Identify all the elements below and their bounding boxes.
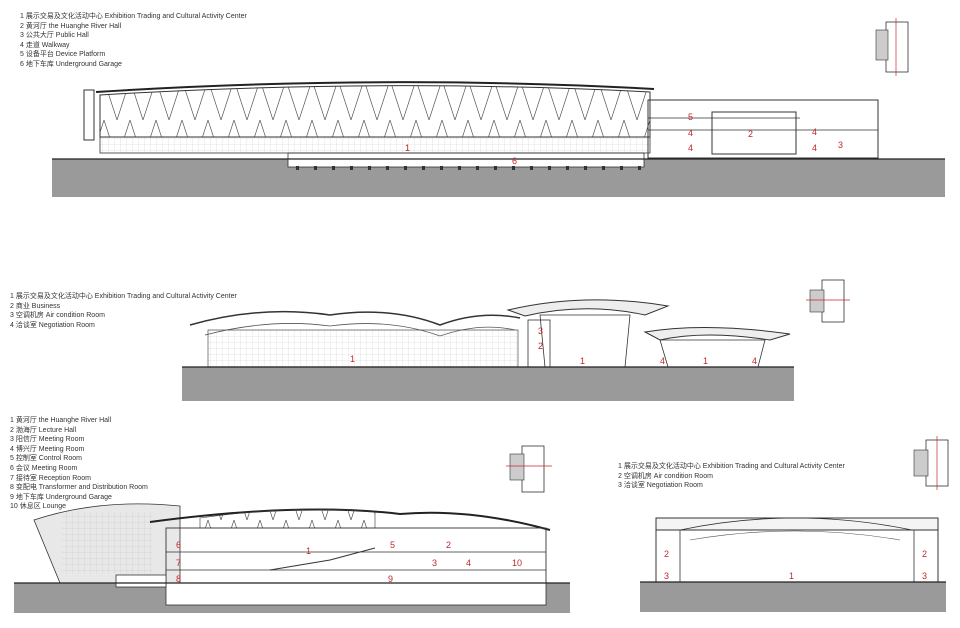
- hall-room: [711, 111, 797, 155]
- label-room-3: 3: [922, 571, 927, 581]
- legend-item: 2 黄河厅 the Huanghe River Hall: [20, 22, 122, 30]
- legend-section-1: 1 展示交易及文化活动中心 Exhibition Trading and Cul…: [20, 12, 247, 70]
- label-room-4: 4: [752, 356, 757, 366]
- legend-item: 1 展示交易及文化活动中心 Exhibition Trading and Cul…: [10, 293, 237, 300]
- west-hall-body: [207, 329, 519, 368]
- label-room-1: 1: [580, 356, 585, 366]
- section-body: [165, 527, 547, 584]
- vault-lower: [689, 530, 901, 541]
- label-room-10: 10: [512, 558, 522, 568]
- roof-shell-west: [189, 310, 521, 326]
- label-room-4: 4: [466, 558, 471, 568]
- legend-section-4: 1 展示交易及文化活动中心 Exhibition Trading and Cul…: [618, 462, 845, 491]
- foundation-ticks: [288, 166, 644, 170]
- legend-item: 6 地下车库 Underground Garage: [20, 60, 122, 68]
- legend-item: 1 展示交易及文化活动中心 Exhibition Trading and Cul…: [618, 463, 845, 470]
- legend-item: 3 空调机房 Air condition Room: [10, 312, 105, 320]
- vault-curve: [679, 517, 913, 531]
- legend-item: 4 走道 Walkway: [20, 41, 70, 49]
- legend-item: 7 接待室 Reception Room: [10, 474, 91, 482]
- legend-item: 6 会议 Meeting Room: [10, 464, 78, 472]
- label-room-1: 1: [703, 356, 708, 366]
- label-room-3: 3: [838, 140, 843, 150]
- legend-section-3: 1 黄河厅 the Huanghe River Hall 2 渤海厅 Lectu…: [10, 416, 148, 512]
- hall-body: [99, 136, 651, 154]
- east-hall: [659, 339, 766, 368]
- key-plan-3: [506, 445, 552, 493]
- label-room-1: 1: [405, 143, 410, 153]
- legend-section-2: 1 展示交易及文化活动中心 Exhibition Trading and Cul…: [10, 292, 237, 330]
- facade-grid: [62, 512, 152, 574]
- roof-top-line: [95, 81, 655, 93]
- label-room-4: 4: [688, 128, 693, 138]
- main-roof: [149, 508, 551, 531]
- ground-mass: [182, 367, 794, 401]
- legend-item: 2 商业 Business: [10, 302, 61, 310]
- label-room-1: 1: [789, 571, 794, 581]
- section-1-drawing: 1 2 3 4 4 4 5 4 6: [52, 18, 945, 197]
- label-room-1: 1: [350, 354, 355, 364]
- seating-rake: [269, 547, 376, 571]
- basement-small: [115, 574, 167, 588]
- label-room-4: 4: [660, 356, 665, 366]
- legend-item: 4 博兴厅 Meeting Room: [10, 445, 85, 453]
- garage-slab: [287, 152, 645, 168]
- roof-truss: [199, 508, 376, 529]
- central-canopy: [506, 299, 670, 317]
- east-block: [647, 99, 879, 159]
- legend-item: 2 渤海厅 Lecture Hall: [10, 426, 77, 434]
- label-room-2: 2: [922, 549, 927, 559]
- hall-body: [655, 529, 939, 583]
- label-room-5: 5: [688, 112, 693, 122]
- label-room-3: 3: [432, 558, 437, 568]
- legend-item: 3 洽谈室 Negotiation Room: [618, 482, 703, 490]
- east-canopy: [643, 326, 791, 341]
- label-room-3: 3: [538, 326, 543, 336]
- label-room-2: 2: [538, 341, 543, 351]
- legend-item: 8 变配电 Transformer and Distribution Room: [10, 484, 148, 492]
- legend-item: 3 阳信厅 Meeting Room: [10, 436, 85, 444]
- ground-mass: [640, 582, 946, 612]
- roof-shell-underside: [204, 323, 516, 337]
- legend-item: 3 公共大厅 Public Hall: [20, 32, 89, 40]
- legend-item: 2 空调机房 Air condition Room: [618, 472, 713, 480]
- label-room-1: 1: [306, 546, 311, 556]
- label-room-2: 2: [748, 129, 753, 139]
- section-2-drawing: 1 1 1 2 3 4 4: [182, 279, 850, 401]
- label-room-4: 4: [812, 143, 817, 153]
- roof-truss: [655, 517, 939, 531]
- left-mast: [83, 89, 95, 141]
- label-room-6: 6: [512, 156, 517, 166]
- label-room-9: 9: [388, 574, 393, 584]
- legend-item: 4 洽谈室 Negotiation Room: [10, 321, 95, 329]
- key-plan-2: [806, 279, 850, 323]
- label-room-7: 7: [176, 558, 181, 568]
- label-room-5: 5: [390, 540, 395, 550]
- label-room-4: 4: [688, 143, 693, 153]
- key-plan-1: [875, 18, 909, 76]
- legend-item: 10 休息区 Lounge: [10, 503, 67, 511]
- legend-item: 9 地下车库 Underground Garage: [10, 493, 112, 501]
- section-3-drawing: 1 2 3 4 5 6 7 8 9 10: [14, 445, 570, 613]
- label-room-6: 6: [176, 540, 181, 550]
- label-room-3: 3: [664, 571, 669, 581]
- label-room-8: 8: [176, 574, 181, 584]
- label-room-2: 2: [664, 549, 669, 559]
- label-room-2: 2: [446, 540, 451, 550]
- legend-item: 5 设备平台 Device Platform: [20, 51, 106, 59]
- legend-item: 5 控制室 Control Room: [10, 455, 82, 463]
- legend-item: 1 黄河厅 the Huanghe River Hall: [10, 417, 112, 424]
- key-plan-4: [913, 436, 949, 490]
- label-room-4: 4: [812, 127, 817, 137]
- legend-item: 1 展示交易及文化活动中心 Exhibition Trading and Cul…: [20, 13, 247, 20]
- basement: [165, 582, 547, 606]
- section-4-drawing: 1 2 2 3 3: [640, 436, 949, 612]
- roof-truss: [99, 85, 651, 138]
